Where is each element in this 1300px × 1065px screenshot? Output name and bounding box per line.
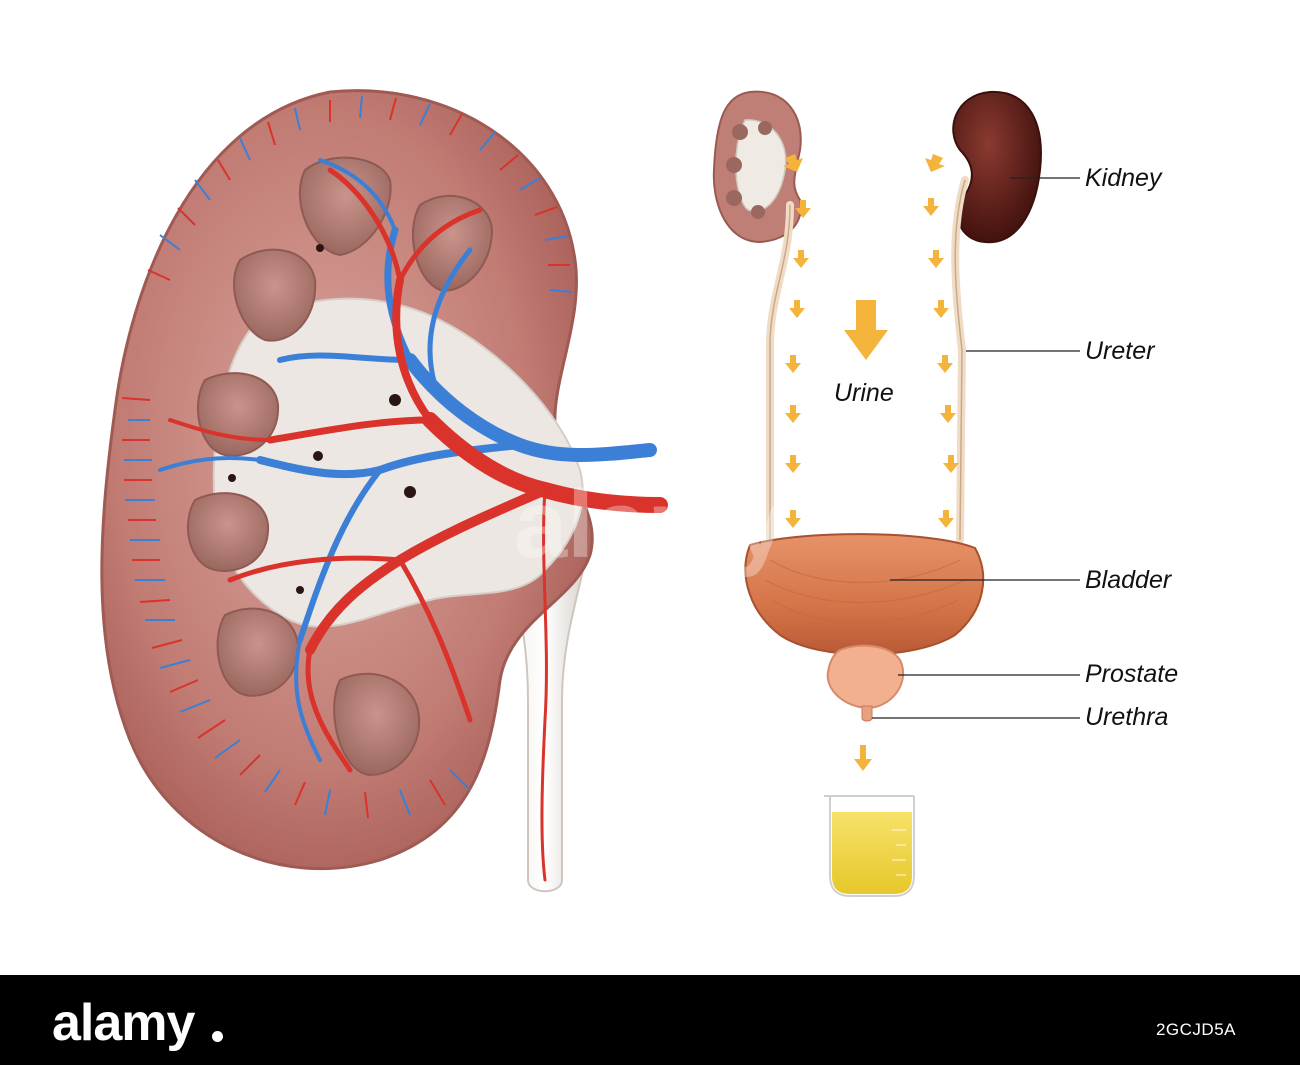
beaker-arrow bbox=[854, 745, 872, 771]
label-ureter: Ureter bbox=[1085, 337, 1155, 365]
leader-lines bbox=[872, 177, 1080, 719]
urethra bbox=[861, 705, 873, 722]
prostate bbox=[826, 644, 905, 710]
brand-dot-icon bbox=[212, 1031, 223, 1042]
dark-kidney bbox=[952, 90, 1042, 244]
label-prostate: Prostate bbox=[1085, 660, 1179, 688]
label-urethra: Urethra bbox=[1085, 703, 1169, 731]
cortical-vessels bbox=[121, 95, 573, 819]
urinary-tract bbox=[712, 90, 1080, 897]
label-bladder: Bladder bbox=[1085, 566, 1172, 594]
flow-arrows bbox=[783, 154, 959, 528]
label-kidney: Kidney bbox=[1085, 164, 1162, 192]
label-urine: Urine bbox=[834, 379, 894, 407]
footer-bar: alamy 2GCJD5A bbox=[0, 975, 1300, 1065]
kidney-cross-section bbox=[100, 89, 668, 893]
left-ureter bbox=[766, 201, 794, 544]
bladder bbox=[744, 533, 985, 656]
brand-logo: alamy bbox=[52, 994, 195, 1052]
urine-flow-arrow bbox=[844, 300, 888, 360]
calyx-openings bbox=[228, 244, 416, 594]
urinary-system-illustration: Kidney Ureter Urine Bladder Prostate Ure… bbox=[100, 89, 1179, 897]
renal-arteries bbox=[168, 167, 668, 882]
image-id: 2GCJD5A bbox=[1155, 1020, 1236, 1039]
urine-beaker bbox=[824, 795, 915, 897]
